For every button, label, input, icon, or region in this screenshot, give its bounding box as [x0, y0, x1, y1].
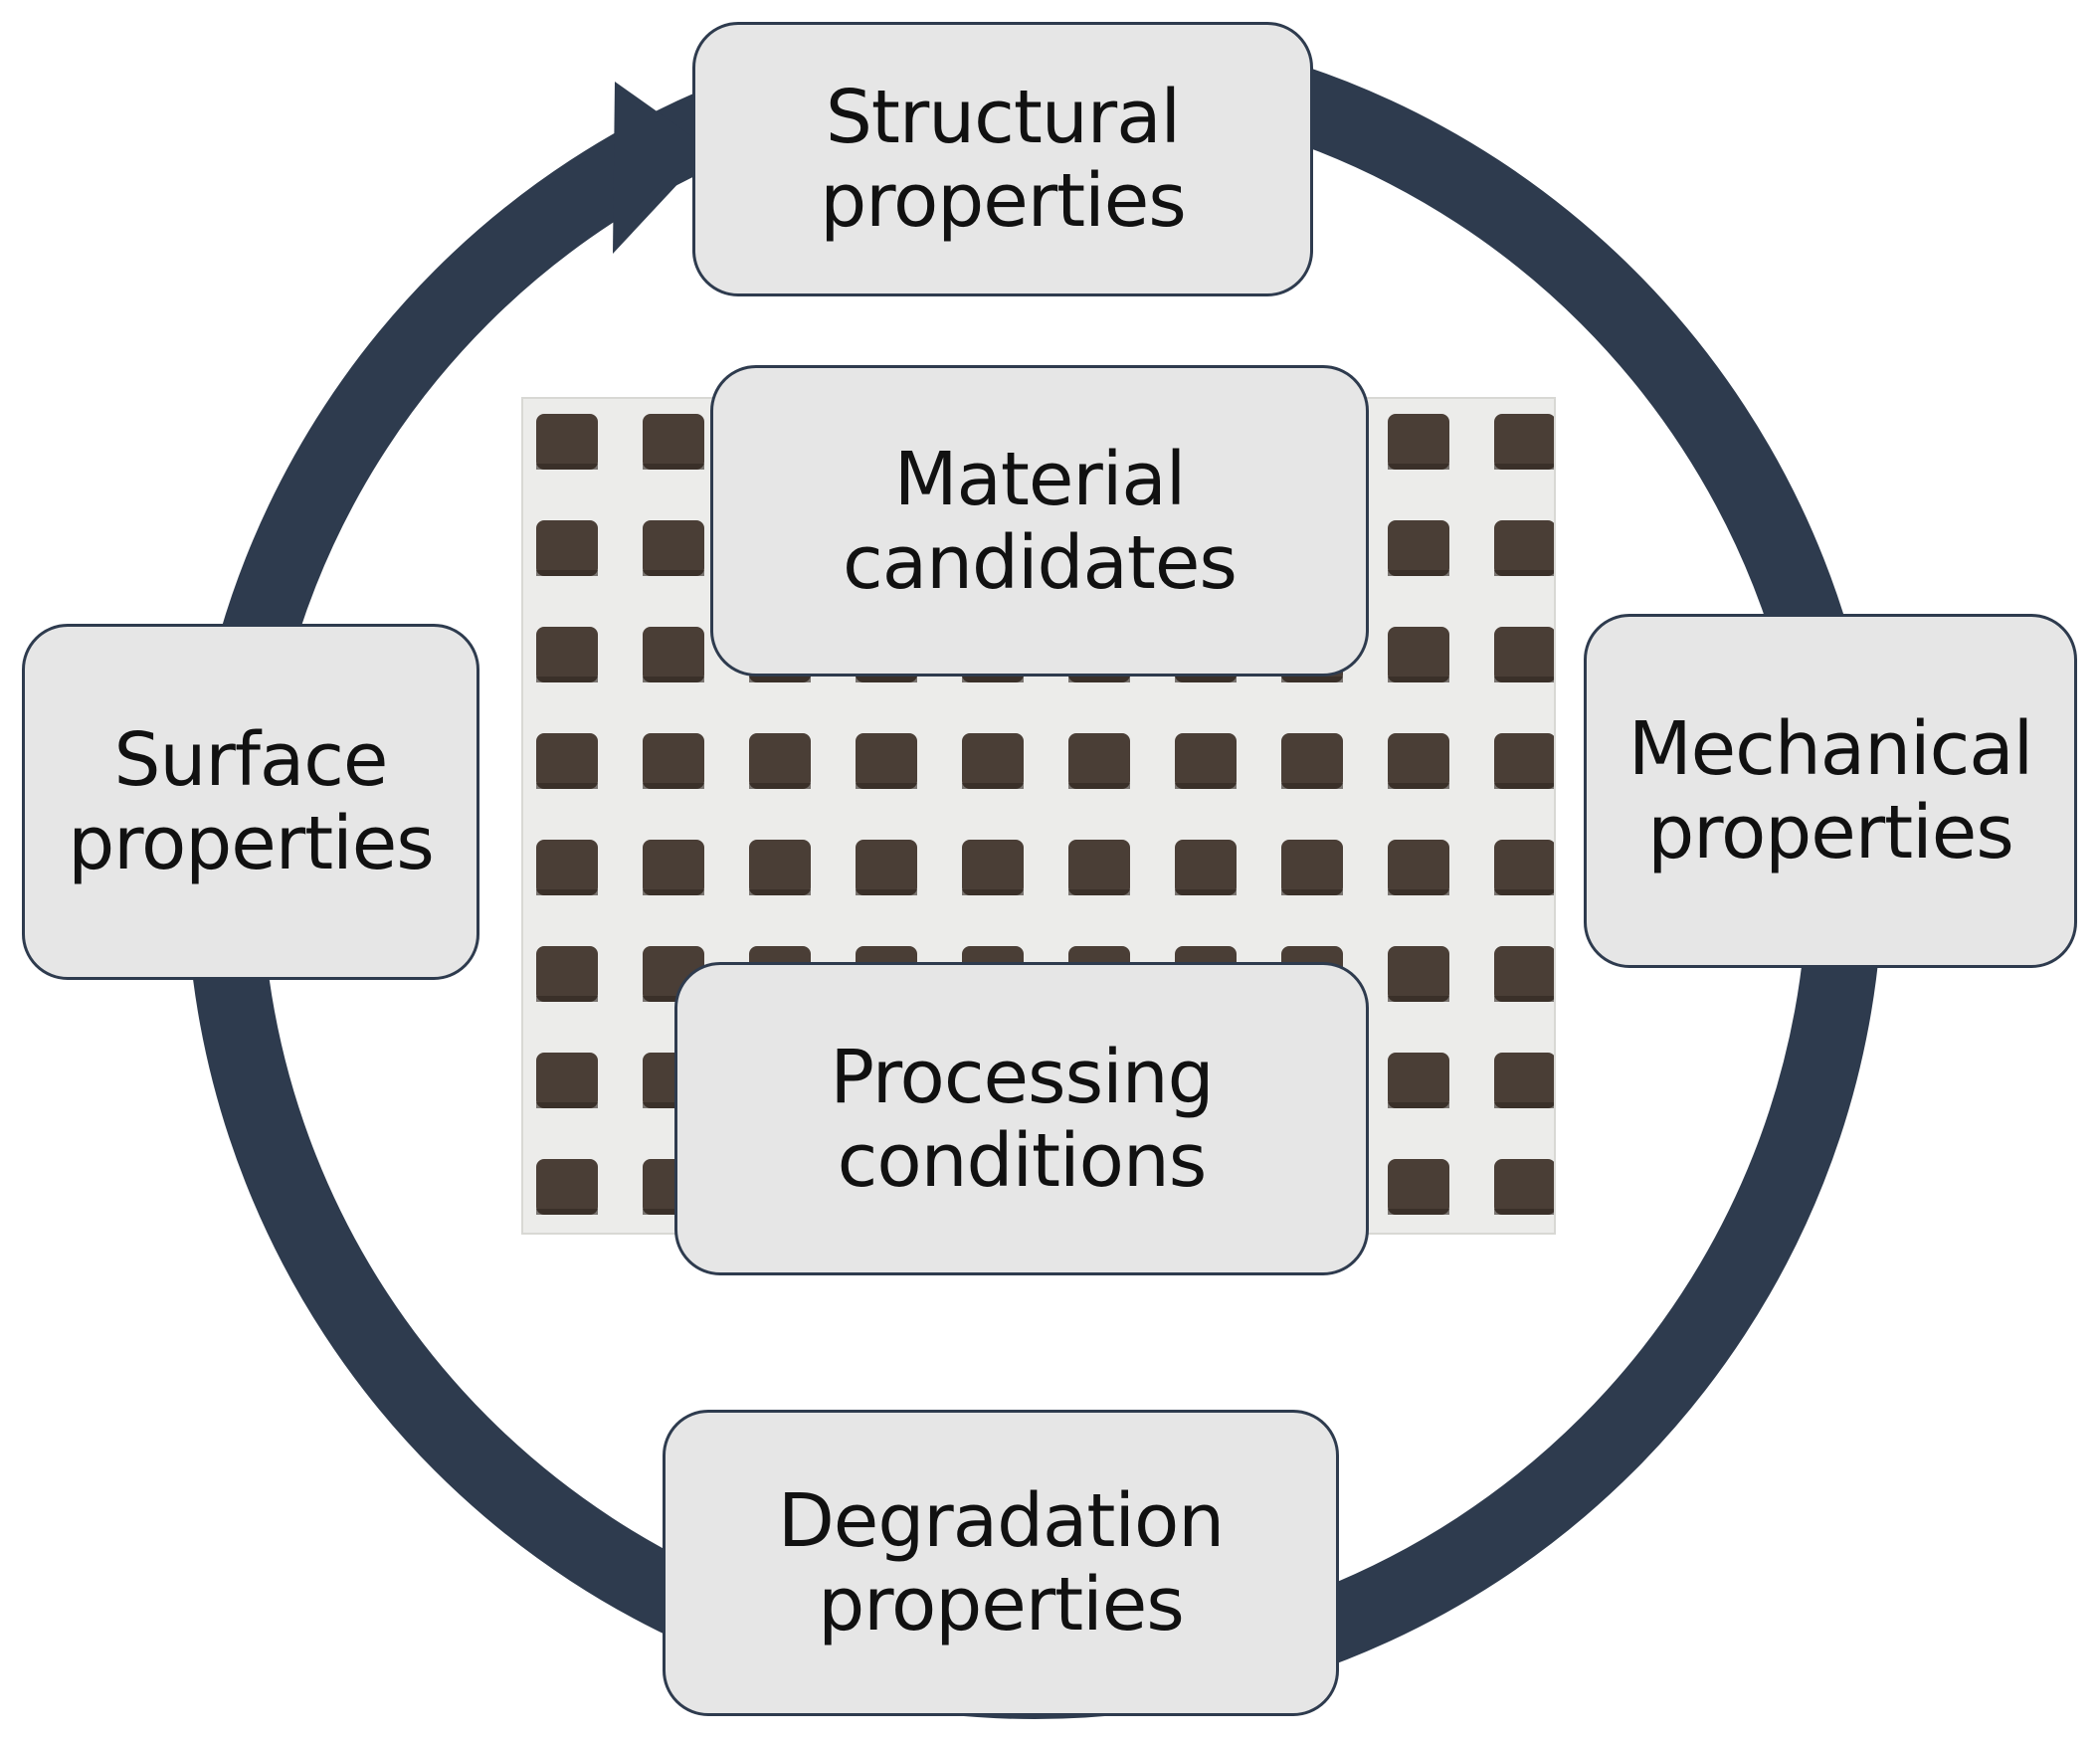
material-label-line2: candidates [843, 519, 1238, 606]
degradation-label-line1: Degradation [777, 1478, 1225, 1564]
mechanical-label-line1: Mechanical [1627, 706, 2033, 792]
mechanical-properties-box: Mechanical properties [1584, 614, 2077, 968]
structural-properties-box: Structural properties [692, 22, 1313, 296]
structural-label-line1: Structural [825, 75, 1181, 160]
degradation-label-line2: properties [818, 1562, 1185, 1647]
surface-label-line1: Surface [113, 717, 389, 803]
material-label-line1: Material [893, 436, 1187, 522]
degradation-properties-box: Degradation properties [663, 1410, 1339, 1716]
processing-conditions-box: Processing conditions [674, 962, 1369, 1275]
mechanical-label-line2: properties [1647, 790, 2014, 875]
processing-label-line1: Processing [830, 1034, 1214, 1120]
cycle-arrowhead-icon [613, 82, 710, 254]
material-candidates-box: Material candidates [710, 365, 1369, 677]
surface-properties-box: Surface properties [22, 624, 479, 980]
surface-label-line2: properties [68, 801, 435, 886]
structural-label-line2: properties [820, 158, 1187, 244]
processing-label-line2: conditions [837, 1117, 1208, 1204]
